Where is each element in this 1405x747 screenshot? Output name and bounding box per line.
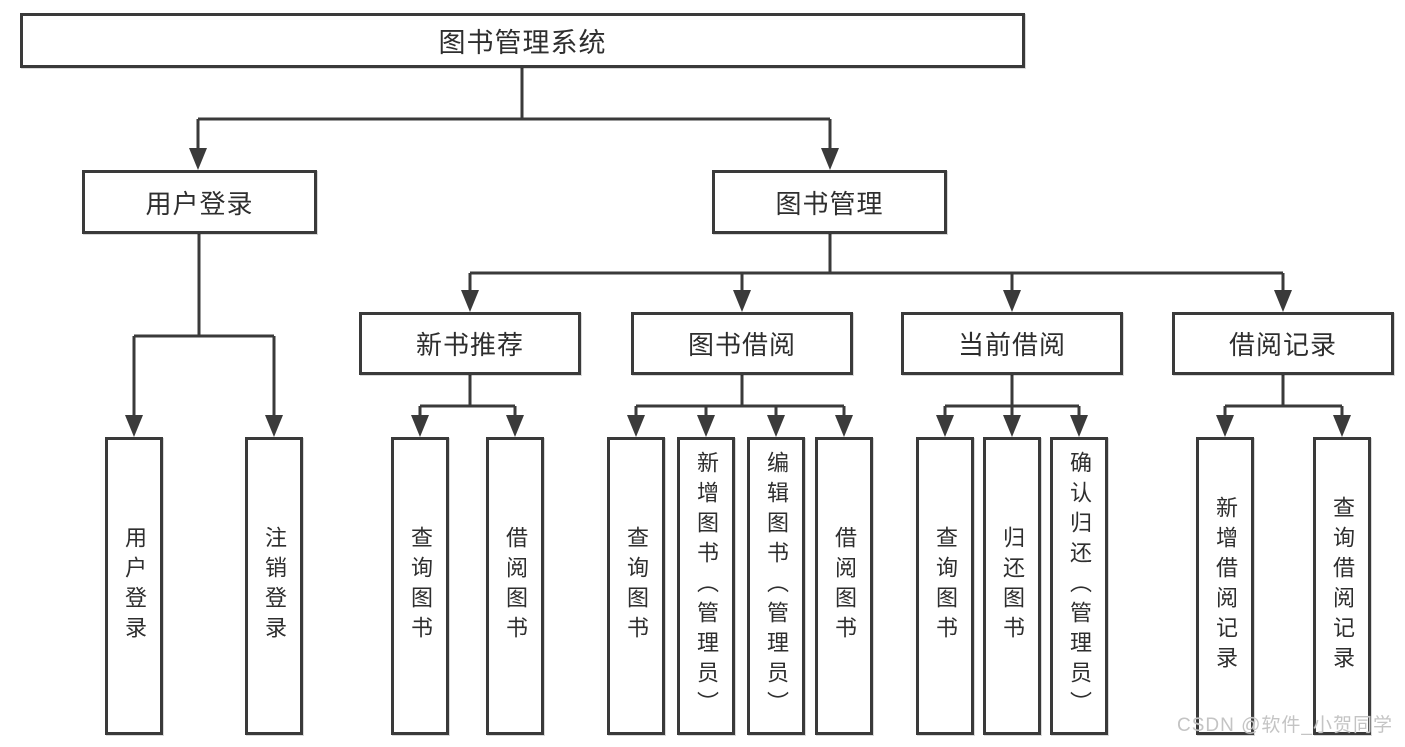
leaf-label: 归还图书	[1000, 526, 1025, 646]
arrowhead-icon	[1274, 290, 1292, 312]
leaf-label: 查询图书	[624, 526, 649, 646]
node-label: 借阅记录	[1228, 330, 1337, 360]
leaf-user-login: 用户登录	[105, 437, 163, 735]
leaf-edit-book-admin: 编辑图书（管理员）	[747, 437, 805, 735]
node-label: 图书管理	[775, 188, 884, 219]
node-system-root: 图书管理系统	[20, 13, 1025, 68]
node-user-login: 用户登录	[82, 170, 317, 234]
leaf-label: 借阅图书	[832, 526, 857, 646]
leaf-confirm-return-admin: 确认归还（管理员）	[1050, 437, 1108, 735]
leaf-query-borrow-record: 查询借阅记录	[1313, 437, 1371, 735]
arrowhead-icon	[265, 415, 283, 437]
node-label: 当前借阅	[957, 330, 1066, 360]
arrowhead-icon	[1216, 415, 1234, 437]
leaf-label: 新增图书（管理员）	[694, 451, 719, 721]
node-label: 图书借阅	[687, 330, 796, 360]
connector-book-borrow	[627, 375, 853, 437]
node-book-borrow: 图书借阅	[631, 312, 853, 375]
arrowhead-icon	[1070, 415, 1088, 437]
arrowhead-icon	[697, 415, 715, 437]
arrowhead-icon	[821, 148, 839, 170]
leaf-add-book-admin: 新增图书（管理员）	[677, 437, 735, 735]
leaf-query-book-3: 查询图书	[916, 437, 974, 735]
arrowhead-icon	[1003, 290, 1021, 312]
leaf-label: 用户登录	[122, 526, 147, 646]
node-book-management: 图书管理	[712, 170, 947, 234]
leaf-query-book-1: 查询图书	[391, 437, 449, 735]
arrowhead-icon	[627, 415, 645, 437]
connector-current-borrow	[936, 375, 1088, 437]
leaf-query-book-2: 查询图书	[607, 437, 665, 735]
leaf-label: 查询图书	[933, 526, 958, 646]
arrowhead-icon	[733, 290, 751, 312]
connector-new-book	[411, 375, 524, 437]
csdn-watermark: CSDN @软件_小贺同学	[1177, 715, 1393, 736]
arrowhead-icon	[125, 415, 143, 437]
node-label: 新书推荐	[415, 330, 524, 360]
arrowhead-icon	[461, 290, 479, 312]
arrowhead-icon	[1333, 415, 1351, 437]
leaf-label: 查询图书	[408, 526, 433, 646]
leaf-label: 查询借阅记录	[1330, 496, 1355, 676]
connector-user-login	[125, 234, 283, 437]
leaf-label: 确认归还（管理员）	[1067, 451, 1092, 721]
node-current-borrow: 当前借阅	[901, 312, 1123, 375]
arrowhead-icon	[1003, 415, 1021, 437]
connector-root	[189, 68, 839, 170]
node-label: 图书管理系统	[438, 28, 607, 58]
leaf-label: 注销登录	[262, 526, 287, 646]
leaf-add-borrow-record: 新增借阅记录	[1196, 437, 1254, 735]
leaf-borrow-book-2: 借阅图书	[815, 437, 873, 735]
node-borrow-record: 借阅记录	[1172, 312, 1394, 375]
arrowhead-icon	[936, 415, 954, 437]
connector-book-mgmt	[461, 234, 1292, 312]
arrowhead-icon	[835, 415, 853, 437]
arrowhead-icon	[767, 415, 785, 437]
arrowhead-icon	[411, 415, 429, 437]
leaf-return-book: 归还图书	[983, 437, 1041, 735]
leaf-logout: 注销登录	[245, 437, 303, 735]
arrowhead-icon	[506, 415, 524, 437]
leaf-label: 编辑图书（管理员）	[764, 451, 789, 721]
leaf-label: 借阅图书	[503, 526, 528, 646]
leaf-label: 新增借阅记录	[1213, 496, 1238, 676]
connector-borrow-record	[1216, 375, 1351, 437]
arrowhead-icon	[189, 148, 207, 170]
node-new-book-recommend: 新书推荐	[359, 312, 581, 375]
leaf-borrow-book-1: 借阅图书	[486, 437, 544, 735]
node-label: 用户登录	[145, 188, 254, 219]
